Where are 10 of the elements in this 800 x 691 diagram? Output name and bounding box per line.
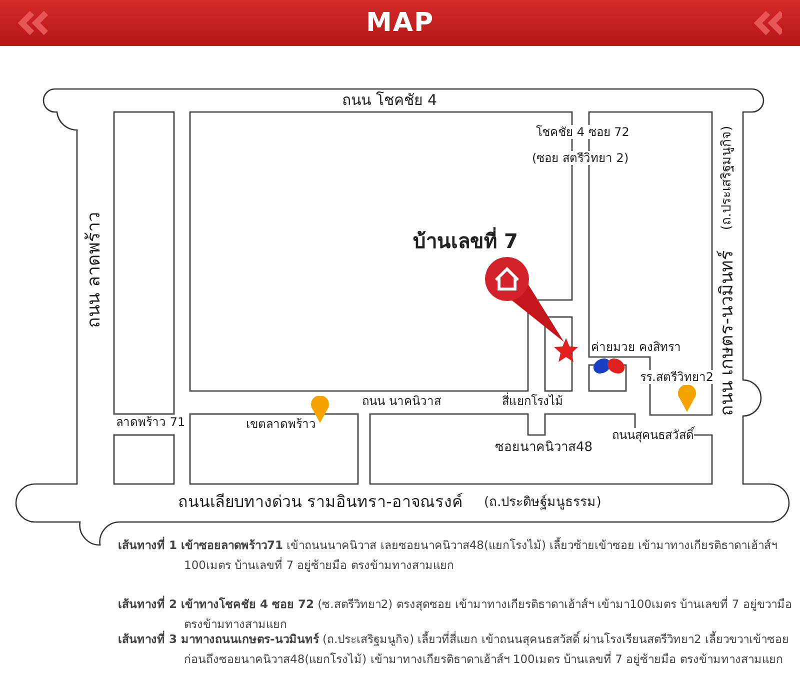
map-label: ถนนสุคนธสวัสดิ์ [612, 428, 694, 442]
map-label: (ถ.ประดิษฐ์มนูธรรม) [484, 495, 602, 511]
map-label: (ซอย สตรีวิทยา 2) [532, 151, 629, 166]
map-label: รร.สตรีวิทยา2 [640, 370, 714, 384]
road-name: (ถ.ประเสริฐมนูกิจ) [720, 126, 736, 230]
title: MAP [366, 8, 434, 38]
route-directions: เส้นทางที่ 3 มาทางถนนเกษตร-นวมินทร์ (ถ.ประเสริฐมนูกิจ) เลี้ยวที่สี่แยก เข้าถนนสุคนธสวัสดิ์ ผ่านโรงเรียนสตรีวิทยา2 เลี้ยวขวาเข้าซอย ก่อนถึงซอยนาคนิวาส48(แยกโรงไม้) เข้ามาทางเกียรติธาดาเฮ้าส์ฯ 100เมตร บ้านเลขที่ 7 อยู่ซ้ายมือ ตรงข้ามทางสามแยก [118, 630, 790, 668]
route-directions: เส้นทางที่ 1 เข้าซอยลาดพร้าว71 เข้าถนนนาคนิวาส เลยซอยนาคนิวาส48(แยกโรงไม้) เลี้ยวซ้ายเข้าซอย เข้ามาทางเกียรติธาดาเฮ้าส์ฯ 100เมตร บ้านเลขที่ 7 อยู่ซ้ายมือ ตรงข้ามทางสามแยก [118, 536, 778, 574]
route-directions: เส้นทางที่ 2 เข้าทางโชคชัย 4 ซอย 72 (ซ.สตรีวิทยา2) ตรงสุดซอย เข้ามาทางเกียรติธาดาเฮ้าส์ฯ เข้ามา100เมตร บ้านเลขที่ 7 อยู่ขวามือ ตรงข้ามทางสามแยก [118, 594, 793, 632]
map-label: โชคชัย 4 ซอย 72 [536, 125, 630, 140]
